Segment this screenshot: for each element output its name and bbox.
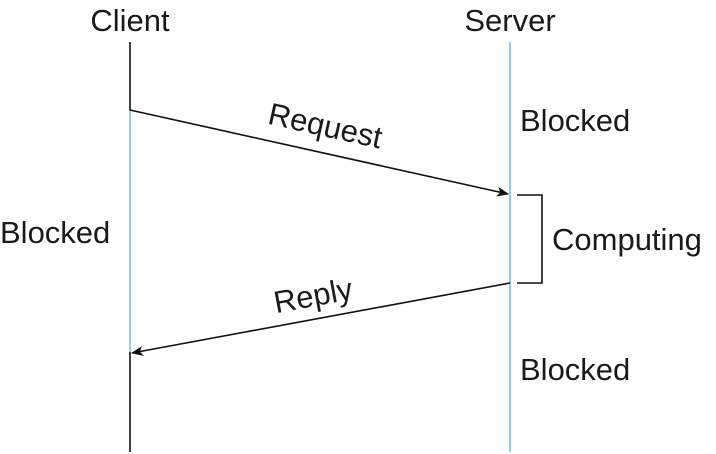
server-blocked-bottom-label: Blocked (520, 352, 630, 387)
computing-bracket (517, 194, 543, 284)
server-header: Server (464, 3, 555, 38)
request-arrow (129, 109, 509, 197)
request-label: Request (265, 96, 386, 155)
client-header: Client (90, 3, 170, 38)
reply-arrow (131, 282, 511, 356)
server-blocked-top-label: Blocked (520, 103, 630, 138)
server-computing-label: Computing (552, 222, 702, 257)
reply-label: Reply (271, 271, 356, 320)
client-blocked-label: Blocked (0, 215, 110, 250)
